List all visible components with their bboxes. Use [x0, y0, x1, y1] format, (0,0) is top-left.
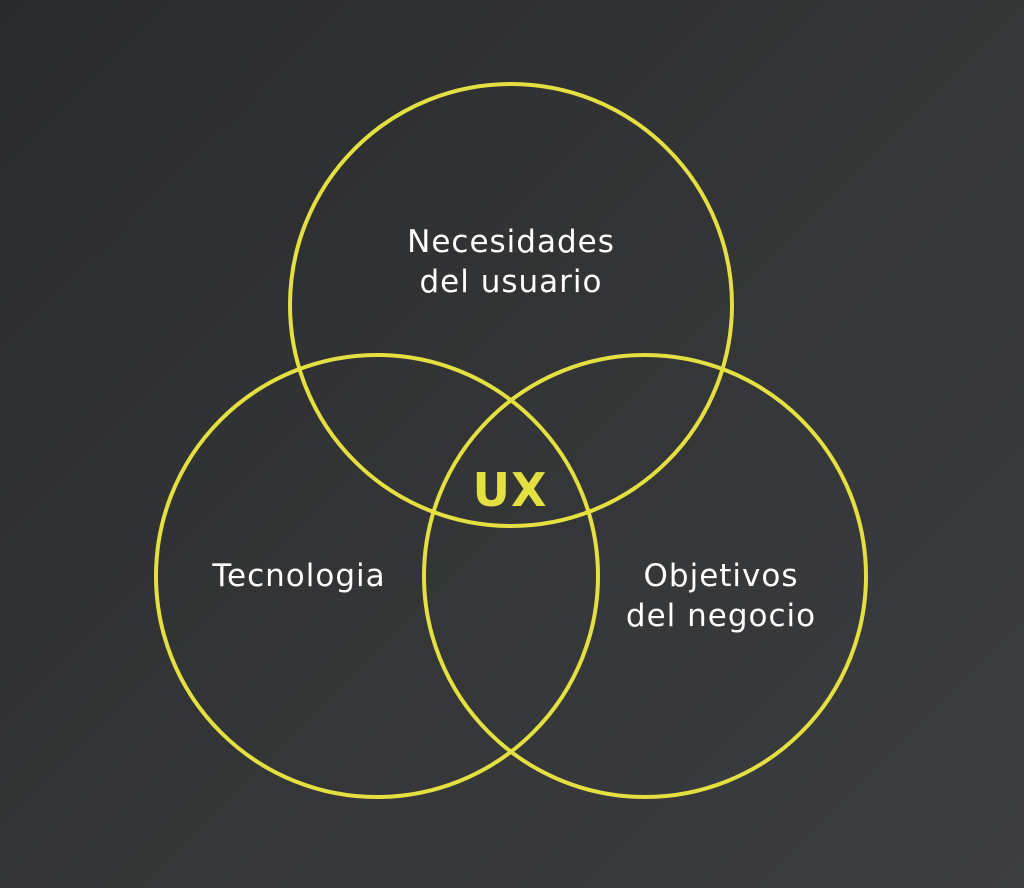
label-user-needs-line-2: del usuario [419, 264, 603, 300]
label-business-goals-line-1: Objetivos [643, 558, 799, 594]
label-technology-line-1: Tecnologia [212, 558, 386, 594]
center-label-ux: UX [472, 463, 548, 517]
circle-technology [154, 353, 600, 799]
label-business-goals-line-2: del negocio [625, 598, 817, 634]
label-business-goals: Objetivos del negocio [626, 556, 816, 636]
label-technology: Tecnologia [212, 556, 385, 596]
label-user-needs-line-1: Necesidades [407, 224, 615, 260]
circle-user-needs [288, 82, 734, 528]
label-user-needs: Necesidades del usuario [407, 222, 615, 302]
circle-business-goals [422, 353, 868, 799]
